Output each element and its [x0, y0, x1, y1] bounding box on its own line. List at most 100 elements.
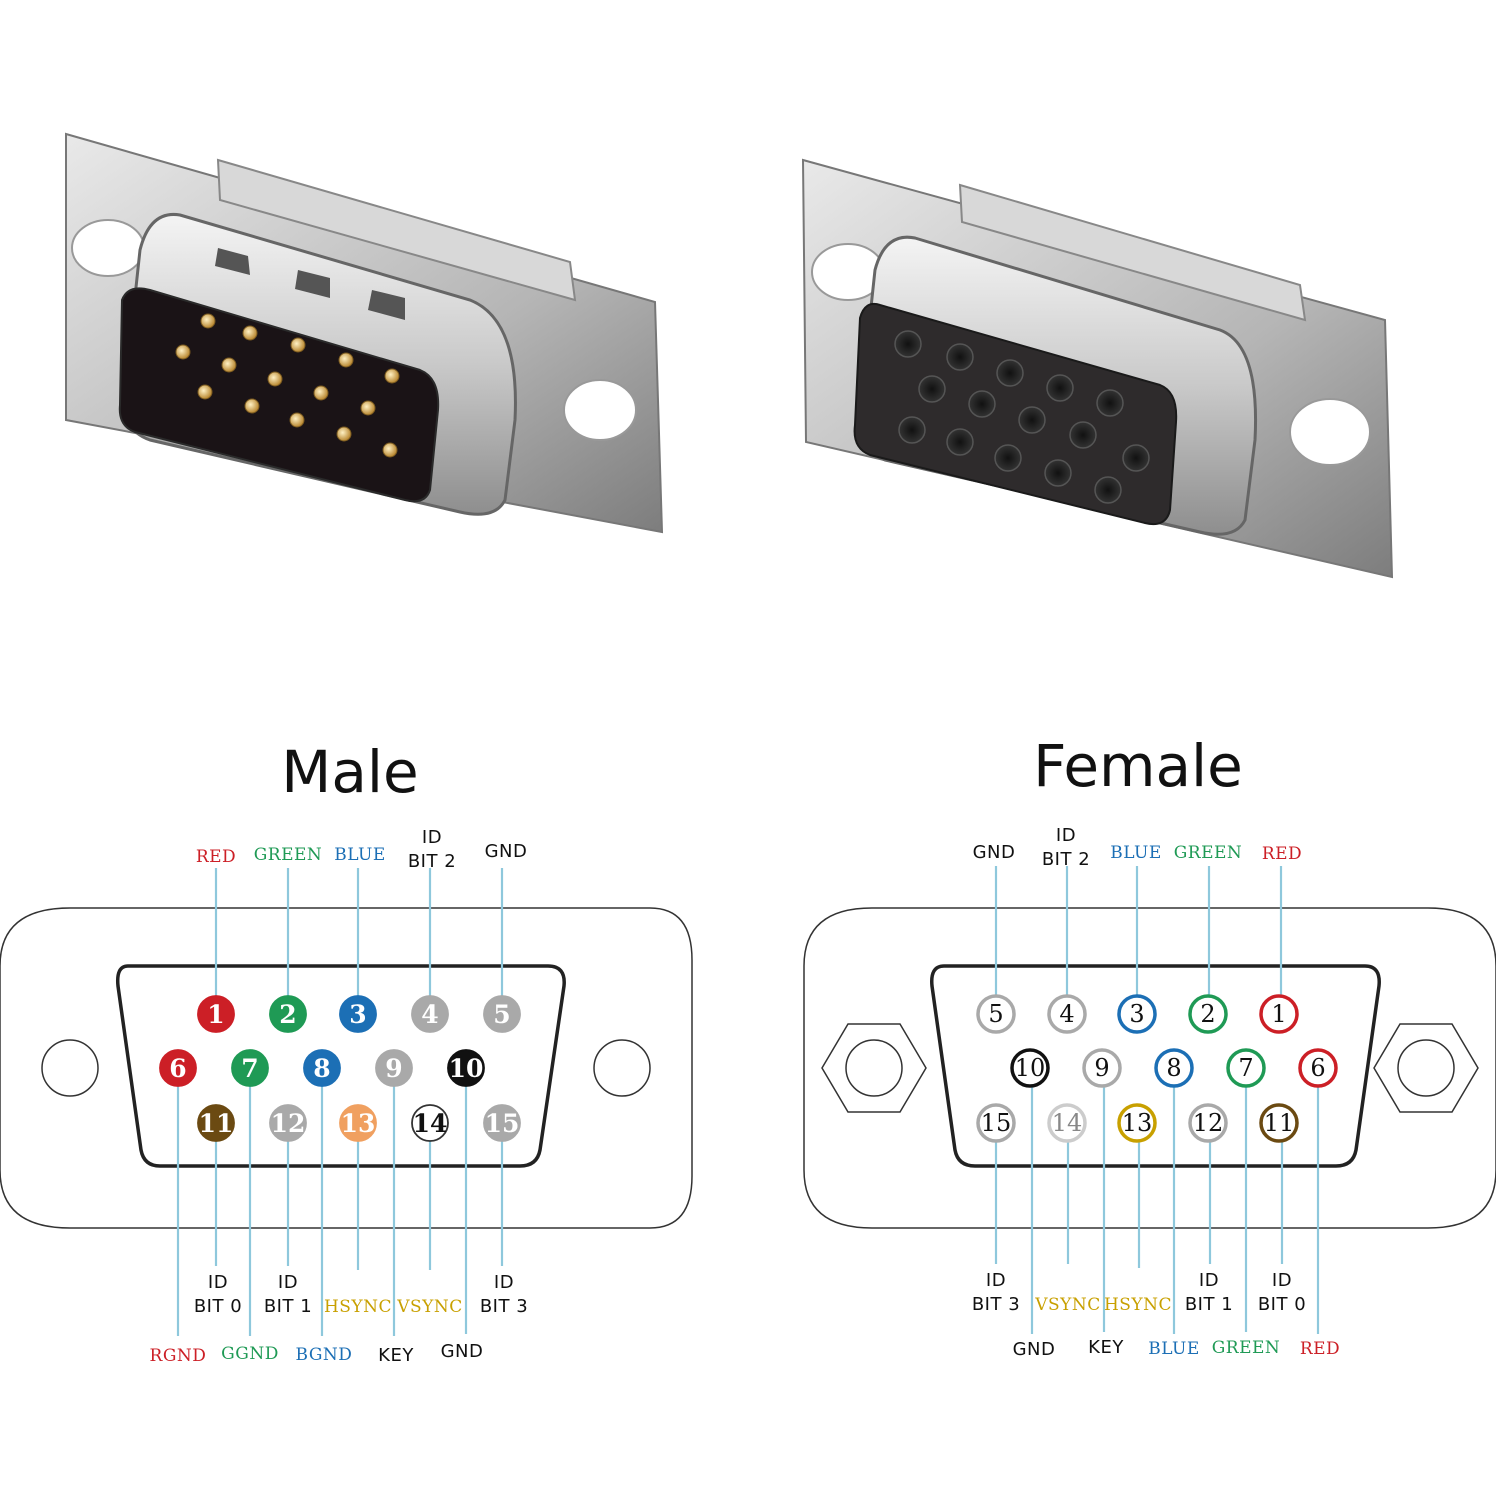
female-pin-4-ring	[1047, 994, 1087, 1034]
female-pin-3-ring	[1117, 994, 1157, 1034]
female-pin-2-ring	[1188, 994, 1228, 1034]
female-pin-10-ring	[1010, 1048, 1050, 1088]
female-photo-socket-10	[898, 416, 926, 444]
female-pin-12: 12	[1188, 1103, 1228, 1143]
male-flange-hole-left	[71, 219, 145, 277]
male-pin-7: 7	[231, 1049, 269, 1087]
male-photo-pin-11	[197, 384, 213, 400]
female-pin-9-number: 9	[1094, 1054, 1109, 1082]
female-pin-3-number: 3	[1129, 1000, 1144, 1028]
male-signal-label: KEY	[378, 1345, 414, 1366]
male-pin-14-disc	[411, 1104, 449, 1142]
male-photo-pin-9	[313, 385, 329, 401]
female-pin-8-ring	[1154, 1048, 1194, 1088]
female-hex-nut-left-hole	[845, 1039, 903, 1097]
male-photo-pins	[175, 313, 400, 458]
male-signal-label: BIT 2	[408, 851, 456, 872]
female-pin-13: 13	[1117, 1103, 1157, 1143]
female-photo-socket-9	[1069, 421, 1097, 449]
female-pin-2: 2	[1188, 994, 1228, 1034]
male-flange-hole-right	[563, 379, 637, 441]
male-photo-pin-7	[221, 357, 237, 373]
female-signal-label: BIT 1	[1185, 1294, 1233, 1315]
male-pin-3-disc	[339, 995, 377, 1033]
female-signal-label: ID	[1056, 825, 1076, 846]
male-signal-label: BIT 3	[480, 1296, 528, 1317]
female-flange-hole-right	[1289, 398, 1371, 466]
female-pin-13-ring	[1117, 1103, 1157, 1143]
male-photo-pin-14	[336, 426, 352, 442]
male-signal-label: GREEN	[254, 845, 323, 865]
female-signal-label: GREEN	[1174, 843, 1243, 863]
male-pin-15-disc	[483, 1104, 521, 1142]
male-shell-tab-1	[215, 248, 250, 275]
female-signal-label: BIT 3	[972, 1294, 1020, 1315]
male-photo-pin-6	[175, 344, 191, 360]
female-pin-7: 7	[1226, 1048, 1266, 1088]
male-photo-pin-3	[290, 337, 306, 353]
male-pin-5-disc	[483, 995, 521, 1033]
male-pin-6: 6	[159, 1049, 197, 1087]
male-pin-12-disc	[269, 1104, 307, 1142]
male-pin-8-disc	[303, 1049, 341, 1087]
male-signal-label: BIT 0	[194, 1296, 242, 1317]
male-signal-label: HSYNC	[324, 1297, 392, 1317]
female-pin-3: 3	[1117, 994, 1157, 1034]
male-pin-13-disc	[339, 1104, 377, 1142]
male-pin-15-number: 15	[485, 1109, 520, 1138]
female-photo-socket-11	[946, 428, 974, 456]
female-signal-label: RED	[1300, 1339, 1340, 1359]
female-pin-13-number: 13	[1122, 1109, 1153, 1137]
male-pin-10-number: 10	[449, 1054, 484, 1083]
female-signal-label: GND	[973, 842, 1016, 863]
male-signal-label: ID	[494, 1272, 514, 1293]
male-photo-pin-4	[338, 352, 354, 368]
male-photo-pin-1	[200, 313, 216, 329]
female-photo-socket-1	[894, 330, 922, 358]
female-pin-11-ring	[1259, 1103, 1299, 1143]
male-shell-back	[216, 158, 577, 302]
male-pin-1: 1	[197, 995, 235, 1033]
female-pin-11-number: 11	[1264, 1109, 1295, 1137]
female-photo-socket-7	[968, 390, 996, 418]
male-pin-14-number: 14	[413, 1109, 448, 1138]
male-pin-1-number: 1	[207, 1000, 224, 1029]
female-pin-7-ring	[1226, 1048, 1266, 1088]
female-pin-4-number: 4	[1059, 1000, 1074, 1028]
male-signal-label: RGND	[150, 1346, 207, 1366]
female-pin-15-ring	[976, 1103, 1016, 1143]
female-pin-15-number: 15	[981, 1109, 1012, 1137]
male-pin-3: 3	[339, 995, 377, 1033]
male-pin-13: 13	[339, 1104, 377, 1142]
male-pin-10-disc	[447, 1049, 485, 1087]
male-photo-pin-5	[384, 368, 400, 384]
male-photo-pin-13	[289, 412, 305, 428]
male-pin-2-disc	[269, 995, 307, 1033]
female-pin-7-number: 7	[1238, 1054, 1253, 1082]
female-pin-1-number: 1	[1271, 1000, 1286, 1028]
female-signal-label: BIT 2	[1042, 849, 1090, 870]
male-pin-4-number: 4	[421, 1000, 438, 1029]
male-photo-pin-12	[244, 398, 260, 414]
female-pin-12-number: 12	[1193, 1109, 1224, 1137]
male-pin-5: 5	[483, 995, 521, 1033]
male-pin-6-number: 6	[169, 1054, 186, 1083]
female-insulator-face	[853, 302, 1178, 526]
male-shell-tab-3	[368, 290, 405, 320]
male-photo-pin-10	[360, 400, 376, 416]
female-pin-5-number: 5	[988, 1000, 1003, 1028]
female-photo-socket-12	[994, 444, 1022, 472]
female-pin-8-number: 8	[1166, 1054, 1181, 1082]
female-pin-8: 8	[1154, 1048, 1194, 1088]
female-pin-6: 6	[1298, 1048, 1338, 1088]
female-pin-1: 1	[1259, 994, 1299, 1034]
female-pin-11: 11	[1259, 1103, 1299, 1143]
female-pin-5: 5	[976, 994, 1016, 1034]
female-pin-12-ring	[1188, 1103, 1228, 1143]
male-signal-label: RED	[196, 847, 236, 867]
